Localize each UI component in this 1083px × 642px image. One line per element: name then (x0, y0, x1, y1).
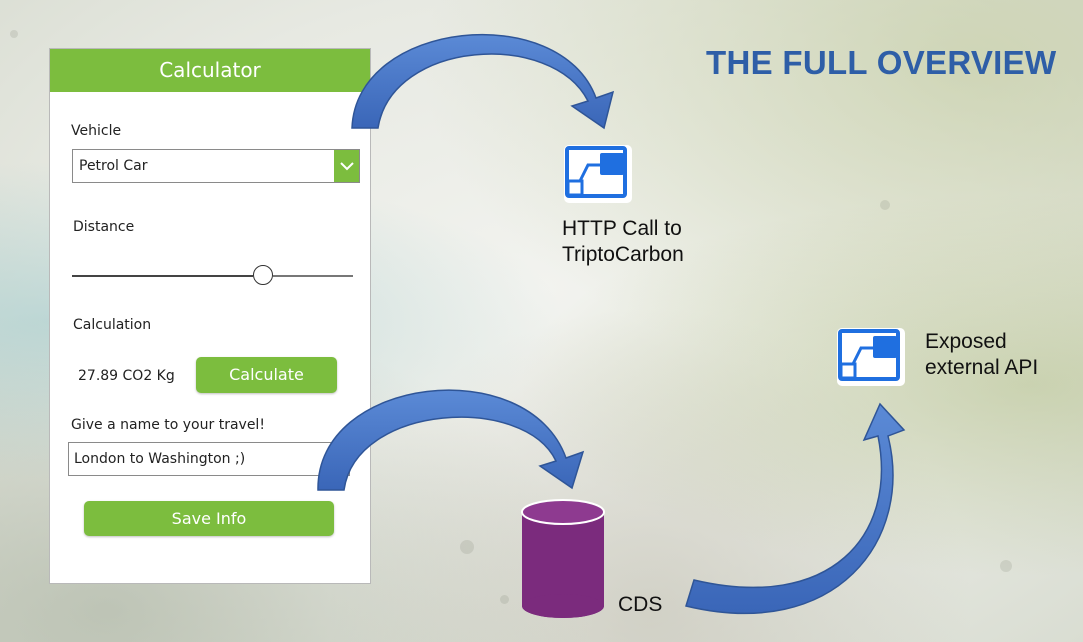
vehicle-label: Vehicle (71, 123, 122, 139)
power-automate-icon (835, 326, 907, 393)
database-icon (521, 499, 605, 618)
power-automate-icon (562, 143, 634, 210)
chevron-down-icon[interactable] (334, 150, 359, 182)
save-info-button[interactable]: Save Info (84, 501, 334, 536)
distance-label: Distance (73, 219, 135, 235)
vehicle-dropdown[interactable]: Petrol Car (72, 149, 360, 183)
distance-slider-track[interactable] (273, 275, 353, 277)
travel-name-label: Give a name to your travel! (71, 417, 265, 433)
arrow-app-to-http (351, 33, 615, 130)
background-stain (500, 595, 509, 604)
page-title: THE FULL OVERVIEW (706, 44, 1057, 81)
vehicle-dropdown-value: Petrol Car (79, 158, 148, 174)
http-call-label-line2: TriptoCarbon (562, 243, 684, 266)
external-api-label: Exposed external API (925, 329, 1038, 381)
background-stain (460, 540, 474, 554)
travel-name-value: London to Washington ;) (74, 451, 246, 467)
external-api-label-line2: external API (925, 356, 1039, 379)
calculation-label: Calculation (73, 317, 152, 333)
external-api-label-line1: Exposed (925, 330, 1007, 353)
http-call-label-line1: HTTP Call to (562, 217, 682, 240)
calculator-app: Calculator Vehicle Petrol Car Distance C… (49, 48, 371, 584)
calculate-button[interactable]: Calculate (196, 357, 337, 393)
background-stain (880, 200, 890, 210)
app-header: Calculator (50, 49, 370, 92)
arrow-app-to-cds (317, 389, 585, 491)
arrow-cds-to-api (685, 402, 906, 615)
cds-label: CDS (618, 593, 663, 616)
distance-slider-track-filled[interactable] (72, 275, 254, 277)
calculation-value: 27.89 CO2 Kg (78, 368, 175, 384)
http-call-label: HTTP Call to TriptoCarbon (562, 216, 684, 268)
distance-slider-thumb[interactable] (253, 265, 274, 285)
background-stain (10, 30, 18, 38)
background-stain (1000, 560, 1012, 572)
travel-name-input[interactable]: London to Washington ;) (68, 442, 350, 476)
